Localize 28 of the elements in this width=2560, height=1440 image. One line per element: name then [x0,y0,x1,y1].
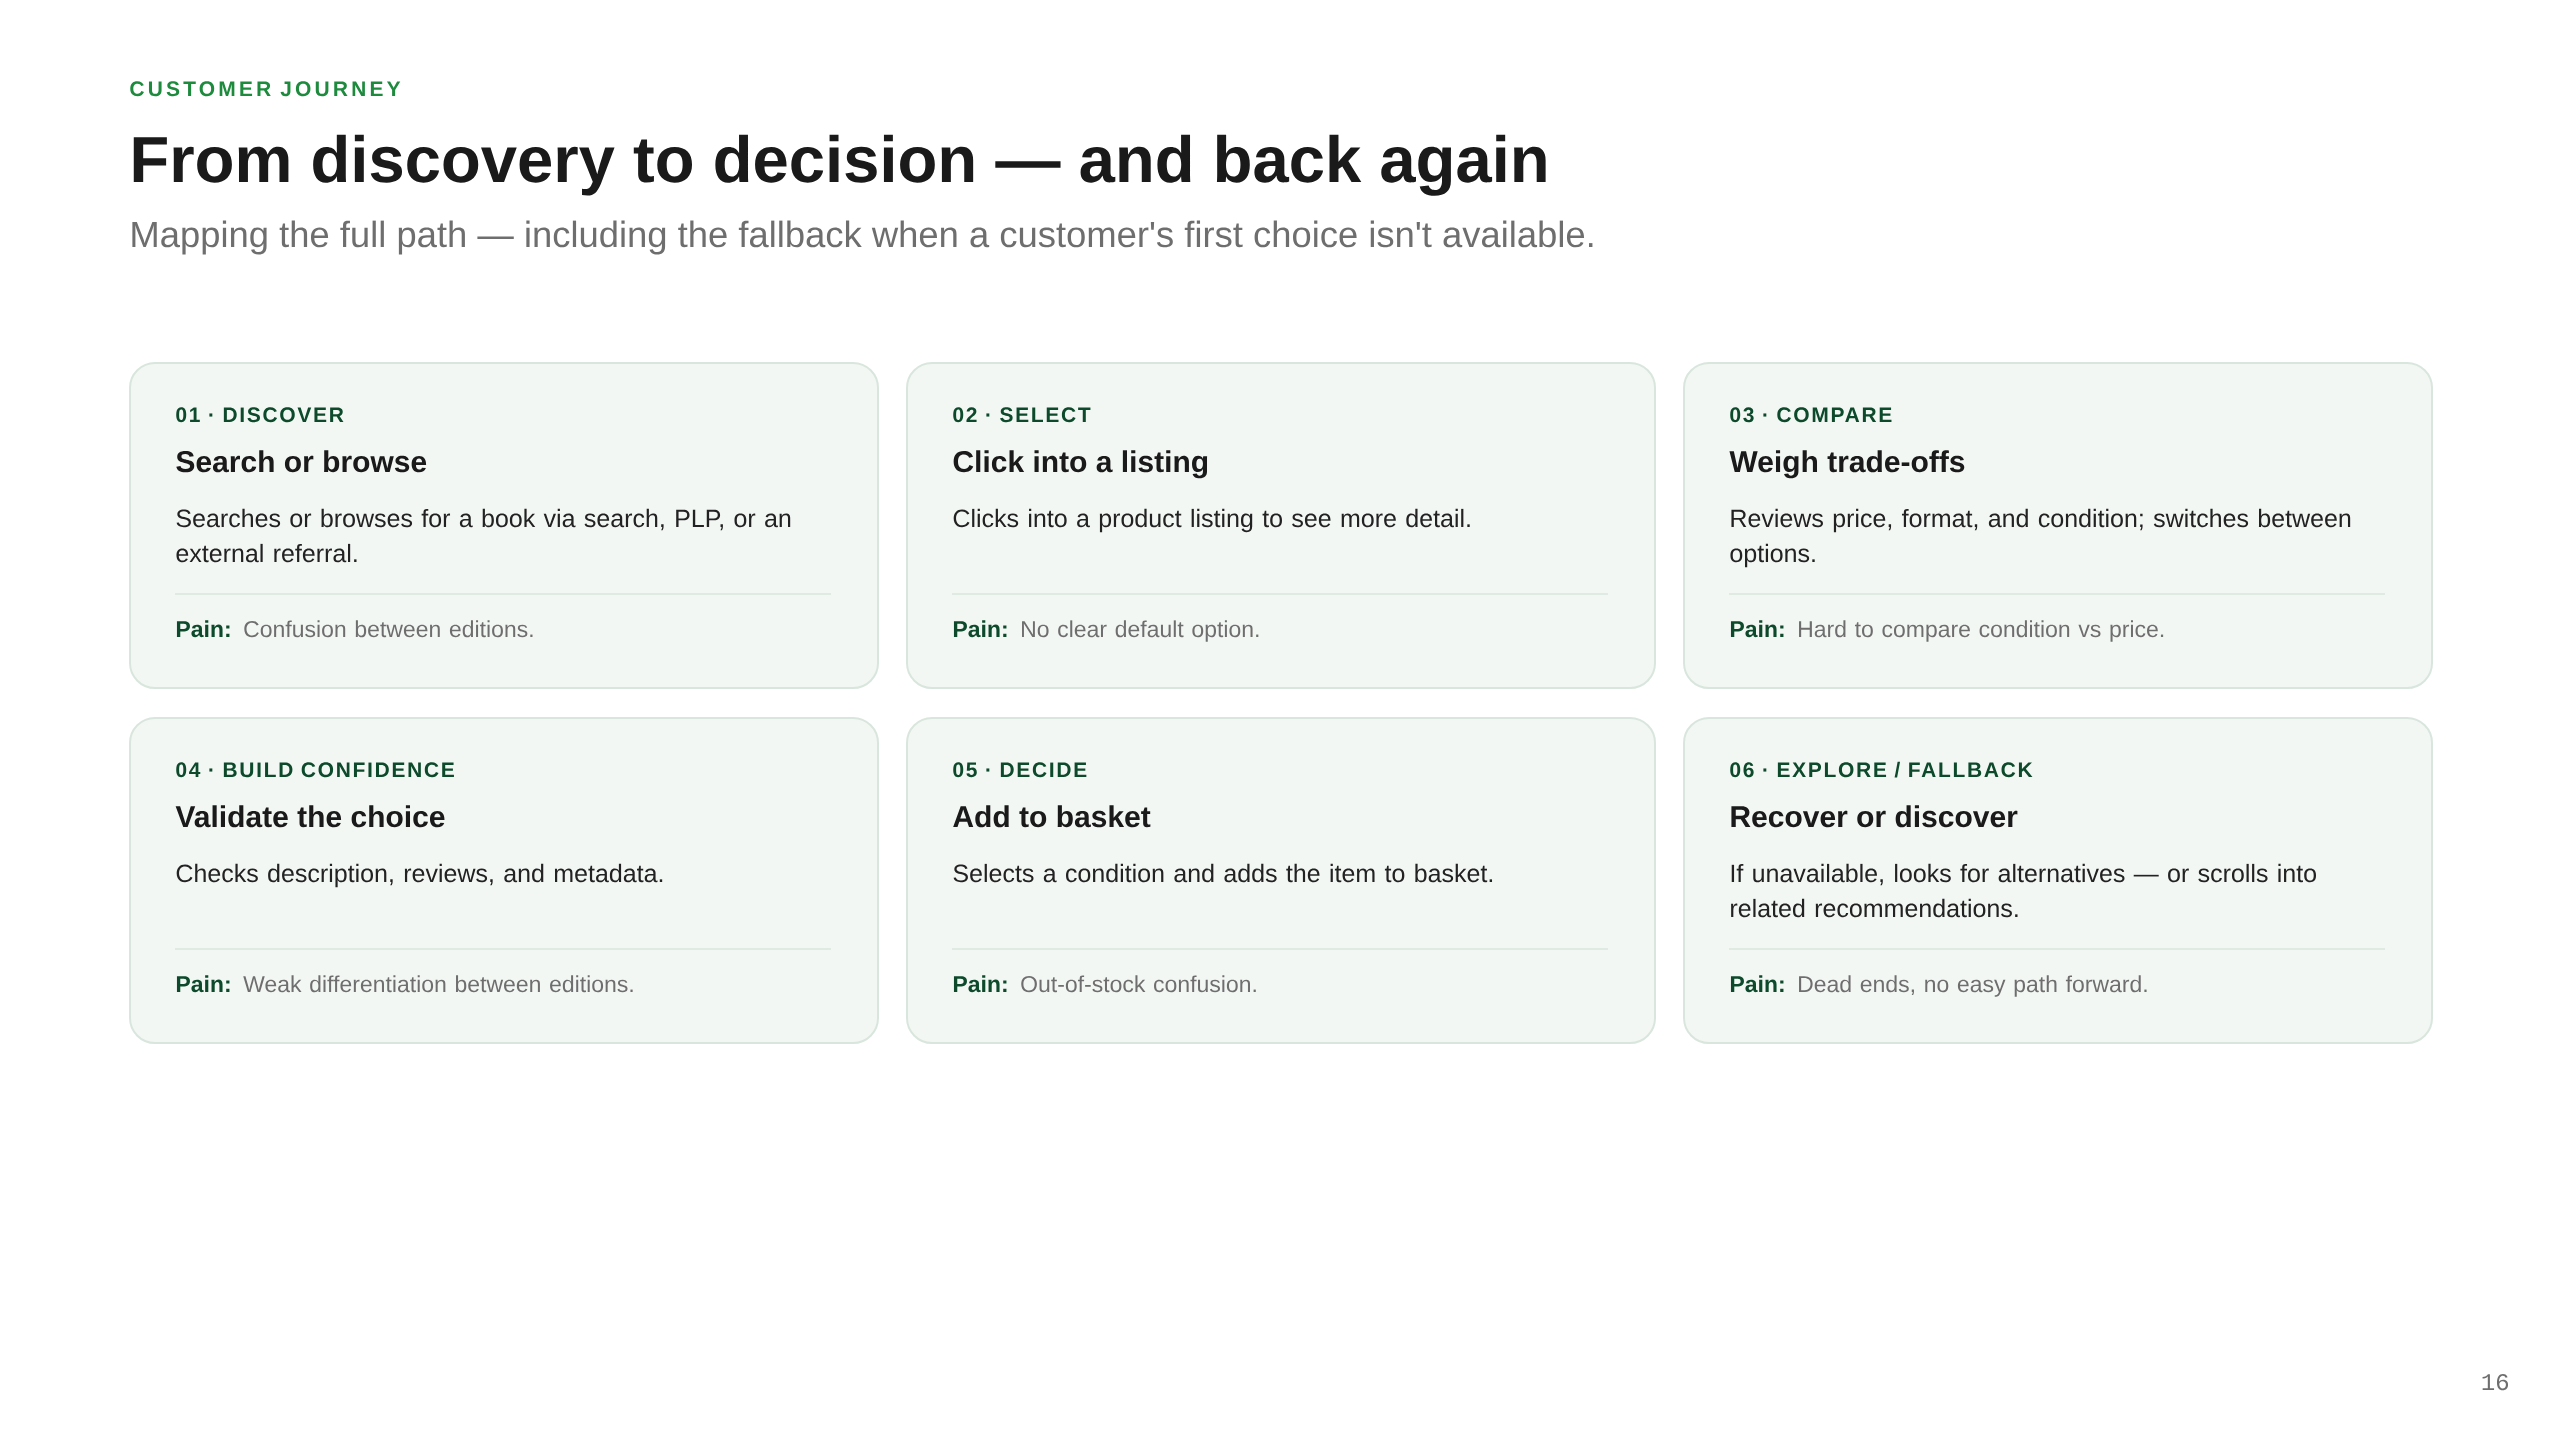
step-description: Searches or browses for a book via search, PLP, or an external referral. [176,508,791,563]
step-title: Recover or discover [1731,805,2018,828]
step-label: 03 · COMPARE [1730,407,1892,423]
section-label: CUSTOMER JOURNEY [130,81,401,97]
step-title: Validate the choice [175,805,445,828]
pain-point: Pain: Out-of-stock confusion. [953,975,1256,993]
step-description: Selects a condition and adds the item to basket. [953,863,1493,883]
step-title: Add to basket [953,805,1151,828]
step-description: Clicks into a product listing to see more detail. [953,508,1470,533]
step-label: 06 · EXPLORE / FALLBACK [1730,761,2033,778]
step-label: 01 · DISCOVER [176,407,344,423]
pain-point: Pain: Confusion between editions. [176,620,533,638]
pain-point: Pain: Weak differentiation between editions. [176,975,633,993]
step-title: Weigh trade-offs [1729,450,1965,479]
pain-point: Pain: Hard to compare condition vs price. [1730,620,2164,642]
step-label: 05 · DECIDE [953,762,1087,778]
pain-point: Pain: No clear default option. [953,620,1259,642]
page-number: 16 [2482,1373,2509,1391]
pain-point: Pain: Dead ends, no easy path forward. [1730,975,2147,997]
step-description: If unavailable, looks for alternatives — or scrolls into related recommendations. [1731,863,2316,918]
step-description: Reviews price, format, and condition; switches between options. [1730,508,2351,568]
step-label: 04 · BUILD CONFIDENCE [176,762,454,778]
step-label: 02 · SELECT [953,407,1091,423]
step-description: Checks description, reviews, and metadata. [176,863,663,888]
subtitle: Mapping the full path — including the fallback when a customer's first choice isn't available. [132,220,1593,255]
page-title: From discovery to decision — and back again [133,134,1546,196]
step-title: Search or browse [176,450,427,473]
step-title: Click into a listing [953,450,1208,479]
